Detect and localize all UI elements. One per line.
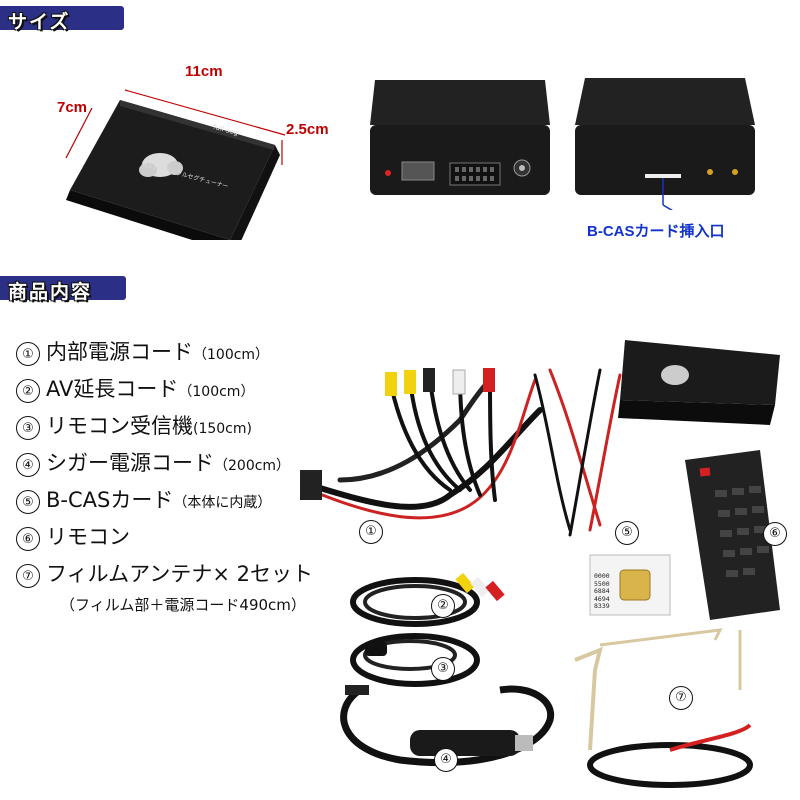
section-header-size: サイズ	[0, 6, 800, 33]
dim-line-width	[124, 89, 286, 136]
item-note: （100cm）	[178, 384, 255, 400]
item-note: （200cm）	[214, 458, 291, 474]
remote-control-image	[685, 450, 780, 620]
dim-line-depth	[65, 107, 93, 159]
av-extension-cable	[350, 572, 505, 627]
tuner-dimension-photo	[65, 89, 286, 240]
dimension-depth: 7cm	[57, 99, 88, 116]
tuner-front-photo	[370, 80, 550, 195]
item-text: B-CASカード	[46, 488, 174, 512]
section-header-bar	[0, 6, 124, 30]
section-header-contents: 商品内容	[0, 276, 800, 303]
bcas-card-numbers: 0000 5500 6884 4694 8339	[594, 572, 610, 610]
dimension-height: 2.5cm	[286, 121, 329, 138]
item-note: （本体に内蔵）	[173, 495, 272, 511]
item-number: ⑤	[16, 490, 40, 514]
cigar-power-cable	[340, 685, 555, 767]
item-number: ②	[16, 379, 40, 403]
item-text: AV延長コード	[46, 377, 179, 401]
marker-6: ⑥	[763, 522, 787, 546]
marker-7: ⑦	[669, 686, 693, 710]
film-antenna-image	[574, 628, 753, 788]
item-number: ③	[16, 416, 40, 440]
item7-subtext: （フィルム部＋電源コード490cm）	[60, 596, 306, 614]
marker-2: ②	[431, 594, 455, 618]
item-note: (150cm)	[193, 421, 252, 437]
item-text: シガー電源コード	[46, 451, 214, 475]
item-text: 内部電源コード	[46, 340, 193, 364]
item-note: （100cm）	[193, 347, 270, 363]
item-text: リモコン	[46, 525, 130, 549]
remote-receiver-cable	[350, 633, 480, 687]
tuner-box-image	[618, 340, 780, 425]
marker-5: ⑤	[615, 521, 639, 545]
section-title-contents: 商品内容	[8, 281, 93, 303]
item-text: リモコン受信機	[46, 414, 193, 438]
rca-plugs	[385, 368, 495, 396]
marker-3: ③	[431, 657, 455, 681]
bcas-slot-label: B-CASカード挿入口	[587, 223, 725, 240]
connector-plug	[300, 470, 322, 500]
mascot-logo	[139, 153, 183, 177]
power-cable-harness	[307, 368, 622, 537]
marker-1: ①	[359, 520, 383, 544]
item-text: フィルムアンテナ× 2セット	[46, 562, 313, 586]
item-number: ④	[16, 453, 40, 477]
contents-photo	[300, 340, 780, 788]
item-number: ①	[16, 342, 40, 366]
section-header-bar	[0, 276, 126, 300]
tuner-back-photo	[575, 78, 755, 210]
dimension-width: 11cm	[185, 63, 223, 80]
section-title-size: サイズ	[8, 11, 71, 33]
marker-4: ④	[434, 748, 458, 772]
item-number: ⑥	[16, 527, 40, 551]
bcas-card-image	[589, 554, 671, 616]
item-number: ⑦	[16, 564, 40, 588]
